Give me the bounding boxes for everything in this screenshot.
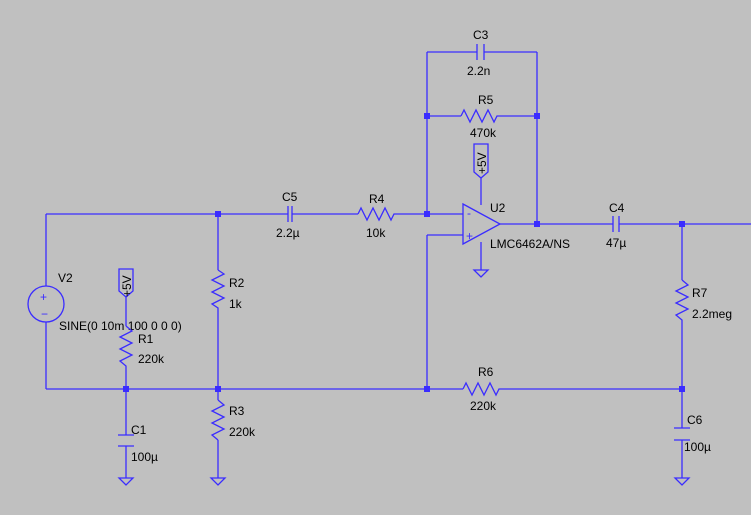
ground-symbol-u2 bbox=[472, 269, 490, 278]
resistor-r7[interactable]: R7 2.2meg bbox=[674, 279, 732, 328]
r6-name: R6 bbox=[478, 365, 494, 379]
v2-name: V2 bbox=[58, 271, 73, 285]
capacitor-c3[interactable]: C3 2.2n bbox=[467, 28, 490, 78]
r3-value: 220k bbox=[229, 425, 256, 439]
c5-name: C5 bbox=[282, 190, 298, 204]
c4-name: C4 bbox=[609, 201, 625, 215]
r6-value: 220k bbox=[470, 399, 497, 413]
r4-name: R4 bbox=[369, 192, 385, 206]
r7-name: R7 bbox=[692, 286, 708, 300]
source-minus-sign: − bbox=[41, 307, 48, 321]
r5-value: 470k bbox=[470, 126, 497, 140]
c1-name: C1 bbox=[131, 423, 147, 437]
junctions bbox=[123, 113, 685, 392]
r7-value: 2.2meg bbox=[692, 307, 732, 321]
r2-value: 1k bbox=[229, 297, 243, 311]
ground-symbol-c6 bbox=[673, 477, 691, 486]
r2-name: R2 bbox=[229, 276, 245, 290]
c5-value: 2.2µ bbox=[276, 226, 300, 240]
resistor-r5[interactable]: R5 470k bbox=[460, 93, 500, 140]
ground-symbol-r3 bbox=[209, 477, 227, 486]
c3-name: C3 bbox=[473, 28, 489, 42]
r5-name: R5 bbox=[478, 93, 494, 107]
r1-value: 220k bbox=[138, 352, 165, 366]
c1-value: 100µ bbox=[131, 450, 158, 464]
resistor-r6[interactable]: R6 220k bbox=[462, 365, 500, 413]
supply-label-r1: +5V bbox=[120, 275, 134, 297]
resistor-r3[interactable]: R3 220k bbox=[210, 399, 256, 441]
source-plus-sign: + bbox=[40, 290, 47, 304]
resistor-r1[interactable]: R1 220k bbox=[118, 325, 165, 372]
c6-name: C6 bbox=[687, 413, 703, 427]
capacitor-c6[interactable]: C6 100µ bbox=[674, 413, 711, 454]
supply-label-u2: +5V bbox=[475, 152, 489, 174]
ground-symbol-c1 bbox=[117, 477, 135, 486]
v2-value: SINE(0 10m 100 0 0 0) bbox=[59, 319, 182, 333]
c3-value: 2.2n bbox=[467, 64, 490, 78]
u2-name: U2 bbox=[490, 201, 506, 215]
c6-value: 100µ bbox=[684, 440, 711, 454]
capacitor-c4[interactable]: C4 47µ bbox=[606, 201, 626, 250]
r3-name: R3 bbox=[229, 404, 245, 418]
resistor-r2[interactable]: R2 1k bbox=[210, 269, 245, 318]
power-flag-r1: +5V bbox=[118, 268, 134, 298]
capacitor-c5[interactable]: C5 2.2µ bbox=[276, 190, 300, 240]
r1-name: R1 bbox=[138, 332, 154, 346]
wires bbox=[45, 51, 751, 478]
c4-value: 47µ bbox=[606, 236, 626, 250]
opamp-plus-sign: + bbox=[466, 229, 473, 243]
r4-value: 10k bbox=[366, 226, 386, 240]
voltage-source-v2[interactable]: + − V2 SINE(0 10m 100 0 0 0) bbox=[27, 271, 182, 333]
opamp-minus-sign: - bbox=[467, 206, 471, 220]
capacitor-c1[interactable]: C1 100µ bbox=[118, 423, 158, 464]
opamp-u2[interactable]: - + U2 LMC6462A/NS bbox=[462, 201, 570, 251]
power-flag-u2: +5V bbox=[473, 143, 489, 179]
resistor-r4[interactable]: R4 10k bbox=[357, 192, 395, 240]
u2-value: LMC6462A/NS bbox=[490, 237, 570, 251]
